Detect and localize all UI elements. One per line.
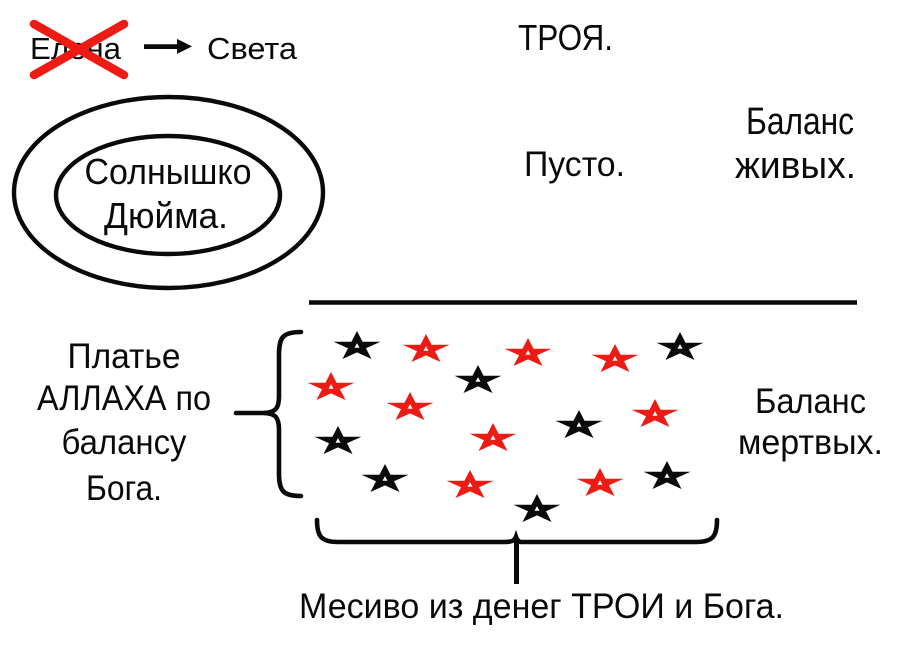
svg-text:Платье: Платье	[68, 337, 181, 376]
svg-text:АЛЛАХА по: АЛЛАХА по	[37, 379, 211, 418]
svg-text:Баланс: Баланс	[755, 382, 866, 421]
svg-text:Месиво из денег ТРОИ и Бога.: Месиво из денег ТРОИ и Бога.	[299, 587, 784, 626]
svg-text:Света: Света	[207, 31, 298, 66]
svg-text:Дюйма.: Дюйма.	[104, 195, 228, 236]
svg-text:живых.: живых.	[735, 145, 856, 187]
svg-text:Солнышко: Солнышко	[85, 151, 252, 192]
svg-text:Пусто.: Пусто.	[524, 145, 625, 184]
svg-text:ТРОЯ.: ТРОЯ.	[518, 17, 613, 58]
svg-text:Бога.: Бога.	[86, 469, 162, 508]
svg-text:мертвых.: мертвых.	[738, 423, 883, 462]
svg-text:Баланс: Баланс	[746, 101, 854, 143]
svg-text:балансу: балансу	[62, 423, 187, 462]
